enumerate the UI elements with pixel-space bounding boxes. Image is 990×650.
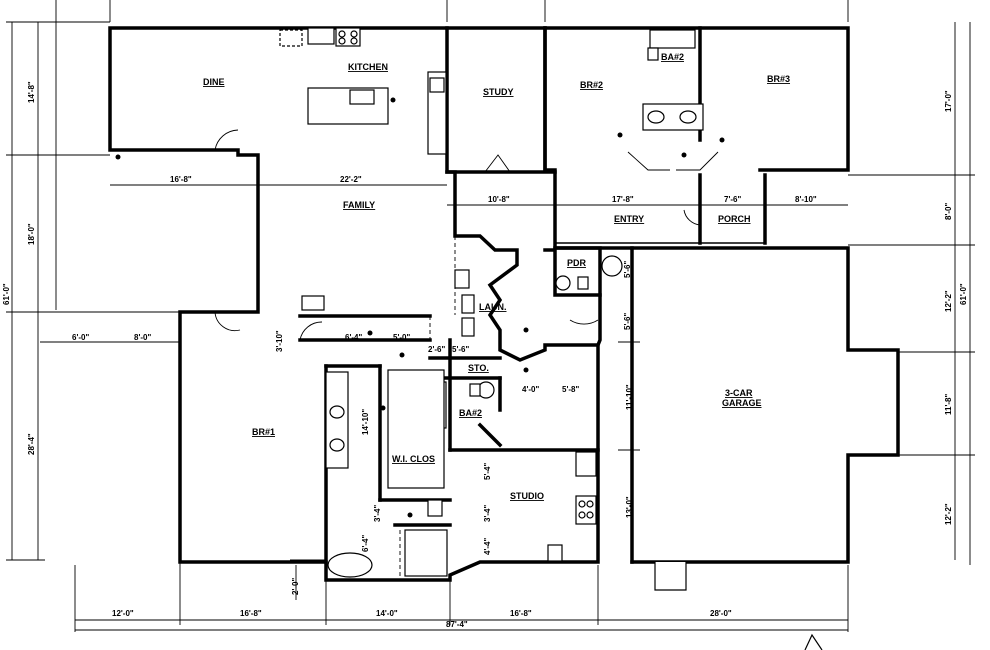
svg-text:2'-6": 2'-6" [428, 345, 445, 354]
svg-text:13'-0": 13'-0" [625, 496, 634, 518]
svg-text:4'-0": 4'-0" [522, 385, 539, 394]
svg-text:8'-0": 8'-0" [944, 203, 953, 220]
svg-text:5'-6": 5'-6" [623, 261, 632, 278]
svg-text:6'-4": 6'-4" [345, 333, 362, 342]
room-garage-line2: GARAGE [722, 398, 762, 408]
svg-text:14'-0": 14'-0" [376, 609, 398, 618]
svg-text:16'-8": 16'-8" [170, 175, 192, 184]
fixtures [279, 27, 823, 650]
svg-text:8'-10": 8'-10" [795, 195, 817, 204]
dashed-lines [110, 184, 700, 578]
room-garage-line1: 3-CAR [725, 388, 753, 398]
svg-text:3'-10": 3'-10" [275, 330, 284, 352]
room-br1: BR#1 [252, 427, 275, 437]
svg-text:17'-0": 17'-0" [944, 90, 953, 112]
svg-text:6'-0": 6'-0" [72, 333, 89, 342]
outlet-dots [115, 97, 725, 518]
svg-text:4'-4": 4'-4" [483, 538, 492, 555]
walls [108, 26, 900, 582]
svg-text:3'-4": 3'-4" [373, 505, 382, 522]
room-study: STUDY [483, 87, 514, 97]
svg-text:12'-2": 12'-2" [944, 503, 953, 525]
svg-text:12'-2": 12'-2" [944, 290, 953, 312]
room-labels: DINE KITCHEN FAMILY STUDY BR#2 BR#3 BA#2… [203, 52, 790, 501]
svg-text:7'-6": 7'-6" [724, 195, 741, 204]
water-heater [601, 255, 623, 277]
kitchen-island [307, 87, 389, 125]
svg-text:16'-8": 16'-8" [510, 609, 532, 618]
dimension-labels: 16'-8" 22'-2" 10'-8" 17'-8" 7'-6" 8'-10"… [2, 81, 968, 629]
svg-text:11'-10": 11'-10" [625, 384, 634, 410]
room-studio: STUDIO [510, 491, 544, 501]
svg-text:5'-8": 5'-8" [562, 385, 579, 394]
room-bath2-top: BA#2 [661, 52, 684, 62]
svg-text:22'-2": 22'-2" [340, 175, 362, 184]
svg-text:61'-0": 61'-0" [2, 283, 11, 305]
kitchen-sink [349, 89, 375, 105]
master-tub [327, 552, 373, 578]
room-storage: STO. [468, 363, 489, 373]
room-bath2-mid: BA#2 [459, 408, 482, 418]
bathtub [649, 29, 696, 49]
svg-text:5'-0": 5'-0" [393, 333, 410, 342]
svg-text:14'-10": 14'-10" [361, 409, 370, 435]
svg-text:87'-4": 87'-4" [446, 620, 468, 629]
svg-text:18'-0": 18'-0" [27, 223, 36, 245]
svg-text:17'-8": 17'-8" [612, 195, 634, 204]
svg-text:16'-8": 16'-8" [240, 609, 262, 618]
dimension-lines [6, 0, 975, 632]
svg-text:3'-4": 3'-4" [483, 505, 492, 522]
svg-text:5'-4": 5'-4" [483, 463, 492, 480]
svg-text:28'-4": 28'-4" [27, 433, 36, 455]
room-br2: BR#2 [580, 80, 603, 90]
room-porch: PORCH [718, 214, 751, 224]
room-entry: ENTRY [614, 214, 644, 224]
svg-text:12'-0": 12'-0" [112, 609, 134, 618]
room-pdr: PDR [567, 258, 587, 268]
room-br3: BR#3 [767, 74, 790, 84]
room-kitchen: KITCHEN [348, 62, 388, 72]
svg-text:11'-8": 11'-8" [944, 394, 953, 415]
room-dine: DINE [203, 77, 225, 87]
svg-text:14'-8": 14'-8" [27, 81, 36, 103]
svg-text:2'-0": 2'-0" [291, 578, 300, 595]
svg-text:8'-0": 8'-0" [134, 333, 151, 342]
room-family: FAMILY [343, 200, 375, 210]
svg-text:10'-8": 10'-8" [488, 195, 510, 204]
door-swings [214, 129, 719, 341]
north-arrow-icon [804, 633, 823, 650]
svg-text:28'-0": 28'-0" [710, 609, 732, 618]
svg-text:61'-0": 61'-0" [959, 283, 968, 305]
room-wi-closet: W.I. CLOS [392, 454, 435, 464]
svg-text:5'-6": 5'-6" [452, 345, 469, 354]
svg-text:5'-6": 5'-6" [623, 313, 632, 330]
fireplace [301, 295, 325, 311]
svg-text:6'-4": 6'-4" [361, 535, 370, 552]
room-laundry: LAUN. [479, 302, 507, 312]
